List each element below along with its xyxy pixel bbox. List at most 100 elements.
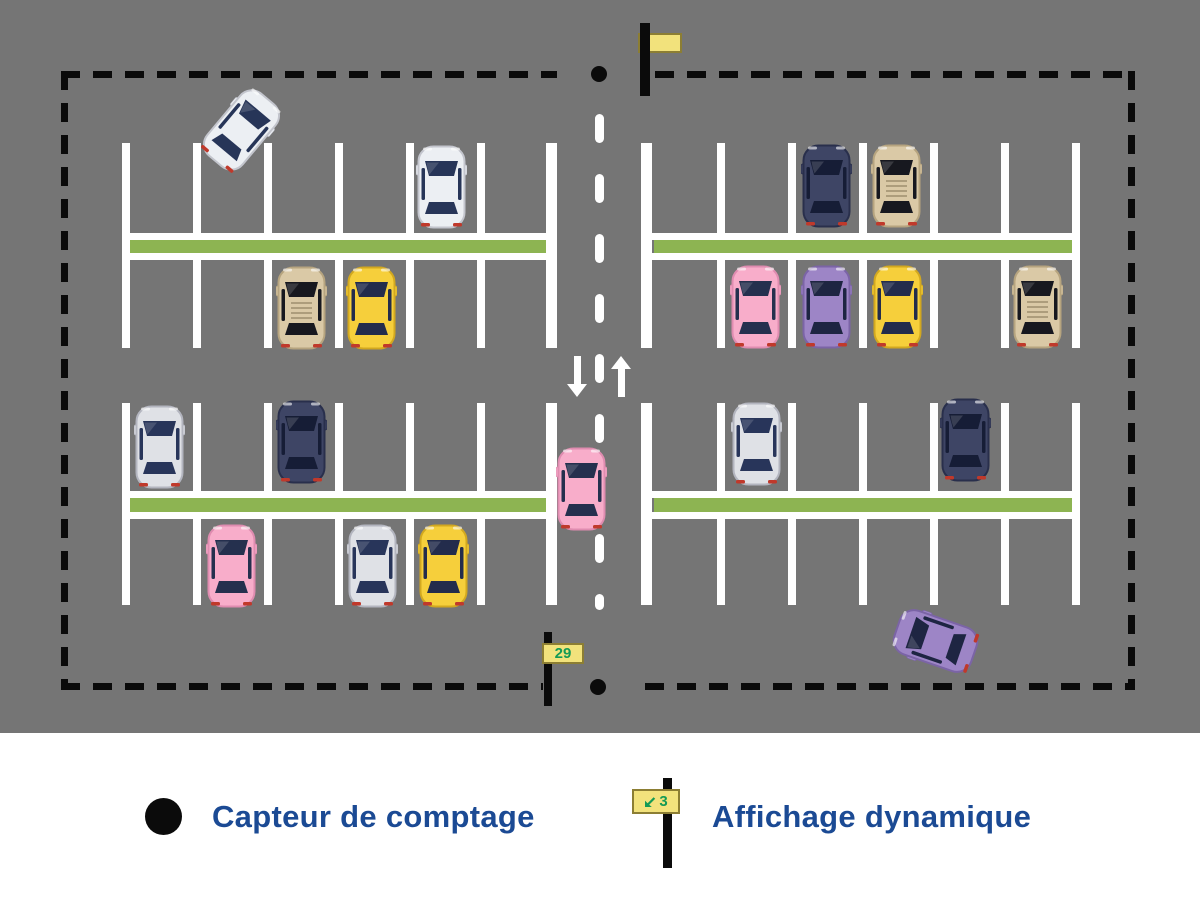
- boundary-dash-segment: [61, 683, 543, 690]
- green-strip: [654, 240, 1072, 253]
- lane-dash: [595, 174, 604, 203]
- car-silver: [346, 524, 398, 608]
- parking-divider: [1001, 260, 1009, 348]
- parking-lot: 29: [0, 0, 1200, 733]
- parking-row-line: [643, 512, 1080, 519]
- parking-row-line: [122, 253, 557, 260]
- car-yellow: [345, 266, 397, 350]
- parking-divider: [193, 518, 201, 605]
- green-strip: [654, 498, 1072, 512]
- car-white: [194, 81, 287, 178]
- parking-divider: [264, 518, 272, 605]
- car-tan: [1011, 265, 1063, 349]
- car-yellow: [871, 265, 923, 349]
- car-pink: [205, 524, 257, 608]
- parking-divider: [264, 260, 272, 348]
- parking-end-line: [122, 403, 130, 605]
- parking-divider: [717, 143, 725, 235]
- parking-end-line: [641, 403, 652, 605]
- boundary-dash-segment: [655, 71, 1135, 78]
- car-tan: [275, 266, 327, 350]
- lane-dash: [595, 354, 604, 383]
- traffic-arrow-down-shaft: [573, 356, 581, 384]
- parking-divider: [717, 518, 725, 605]
- parking-divider: [930, 518, 938, 605]
- parking-divider: [859, 518, 867, 605]
- parking-divider: [477, 403, 485, 492]
- car-navy: [275, 400, 327, 484]
- lane-dash: [595, 114, 604, 143]
- car-purple: [887, 603, 983, 679]
- lane-dash: [595, 414, 604, 443]
- parking-divider: [930, 143, 938, 235]
- parking-end-line: [122, 143, 130, 348]
- counting-sensor-label: Capteur de comptage: [212, 799, 535, 834]
- parking-divider: [193, 143, 201, 235]
- parking-divider: [335, 403, 343, 492]
- parking-divider: [930, 260, 938, 348]
- parking-divider: [406, 403, 414, 492]
- parking-divider: [859, 260, 867, 348]
- legend-sign-value: 3: [659, 793, 668, 810]
- traffic-arrow-down-icon: [567, 384, 587, 397]
- parking-divider: [406, 143, 414, 235]
- parking-divider: [477, 518, 485, 605]
- parking-divider: [335, 143, 343, 235]
- display-sign-value: 29: [554, 645, 572, 662]
- boundary-dash-segment: [645, 683, 1135, 690]
- counting-sensor-icon: [145, 798, 182, 835]
- car-silver: [133, 405, 185, 489]
- parking-end-line: [546, 403, 557, 605]
- parking-divider: [859, 403, 867, 492]
- parking-row-line: [643, 253, 1080, 260]
- dynamic-display-icon: 3: [632, 789, 680, 814]
- traffic-arrow-up-icon: [611, 356, 631, 369]
- sign-post: [544, 632, 552, 706]
- green-strip: [128, 498, 548, 512]
- counting-sensor-dot: [591, 66, 607, 82]
- parking-divider: [193, 403, 201, 492]
- parking-divider: [788, 518, 796, 605]
- boundary-dash-segment: [61, 71, 557, 78]
- parking-end-line: [1072, 143, 1080, 348]
- parking-divider: [477, 143, 485, 235]
- car-yellow: [417, 524, 469, 608]
- traffic-arrow-up-shaft: [617, 369, 625, 397]
- car-navy: [800, 144, 852, 228]
- parking-divider: [717, 403, 725, 492]
- parking-end-line: [641, 143, 652, 348]
- parking-divider: [788, 403, 796, 492]
- boundary-dash-segment: [61, 71, 68, 690]
- boundary-dash-segment: [1128, 71, 1135, 690]
- parking-divider: [788, 143, 796, 235]
- dynamic-display-label: Affichage dynamique: [712, 799, 1032, 834]
- parking-divider: [1001, 403, 1009, 492]
- parking-divider: [477, 260, 485, 348]
- parking-divider: [930, 403, 938, 492]
- parking-divider: [264, 403, 272, 492]
- parking-row-line: [122, 491, 557, 498]
- parking-end-line: [1072, 403, 1080, 605]
- parking-divider: [717, 260, 725, 348]
- sign-post: [640, 23, 650, 96]
- parking-divider: [1001, 143, 1009, 235]
- parking-divider: [406, 518, 414, 605]
- parking-divider: [335, 518, 343, 605]
- car-tan: [870, 144, 922, 228]
- parking-divider: [193, 260, 201, 348]
- car-silver: [730, 402, 782, 486]
- parking-end-line: [546, 143, 557, 348]
- car-pink: [729, 265, 781, 349]
- lane-dash: [595, 594, 604, 610]
- down-left-arrow-icon: [645, 797, 656, 807]
- parking-divider: [264, 143, 272, 235]
- parking-row-line: [643, 491, 1080, 498]
- car-navy: [939, 398, 991, 482]
- display-sign-plate: 29: [542, 643, 584, 664]
- counting-sensor-dot: [590, 679, 606, 695]
- lane-dash: [595, 294, 604, 323]
- parking-row-line: [643, 233, 1080, 240]
- parking-divider: [406, 260, 414, 348]
- lane-dash: [595, 234, 604, 263]
